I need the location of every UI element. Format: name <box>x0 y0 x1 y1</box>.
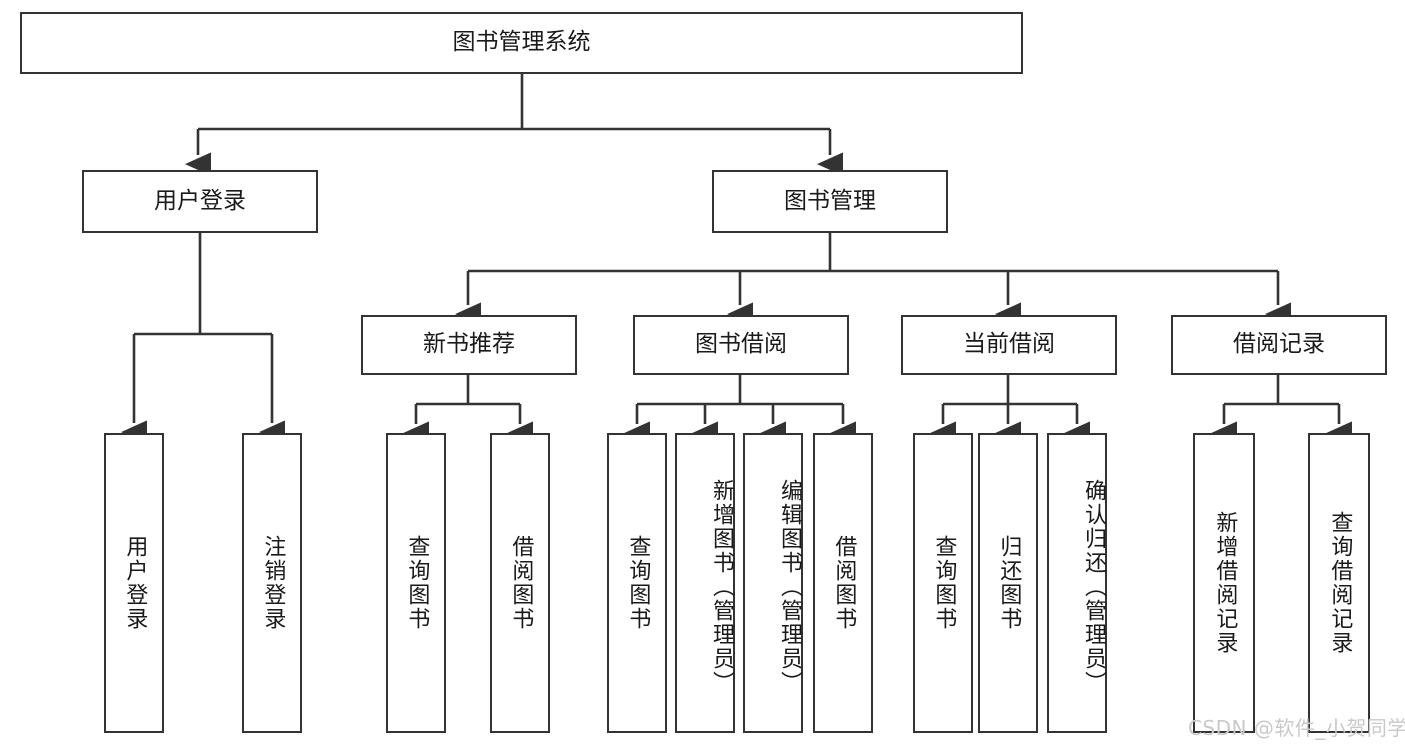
node-book-borrow[interactable]: 图书借阅 <box>633 315 849 375</box>
node-label: 查询图书 <box>931 535 957 631</box>
node-label: 编辑图书（管理员） <box>777 479 802 695</box>
leaf-borrow-add-book-admin[interactable]: 新增图书（管理员） <box>675 433 735 733</box>
leaf-current-return-book[interactable]: 归还图书 <box>978 433 1038 733</box>
node-label: 借阅记录 <box>1233 331 1325 358</box>
node-current-borrow[interactable]: 当前借阅 <box>901 315 1117 375</box>
node-label: 确认归还（管理员） <box>1081 479 1106 695</box>
leaf-user-login-login[interactable]: 用户登录 <box>104 433 164 733</box>
node-label: 用户登录 <box>154 187 246 214</box>
leaf-borrow-query-book[interactable]: 查询图书 <box>607 433 667 733</box>
node-label: 借阅图书 <box>508 535 534 631</box>
node-root-system[interactable]: 图书管理系统 <box>20 12 1023 74</box>
node-label: 新增图书（管理员） <box>709 479 734 695</box>
node-label: 新书推荐 <box>423 331 515 358</box>
leaf-record-query-record[interactable]: 查询借阅记录 <box>1308 433 1370 733</box>
leaf-record-add-record[interactable]: 新增借阅记录 <box>1193 433 1255 733</box>
node-label: 当前借阅 <box>963 331 1055 358</box>
leaf-current-query-book[interactable]: 查询图书 <box>913 433 973 733</box>
node-label: 查询图书 <box>625 535 651 631</box>
node-new-book-recommend[interactable]: 新书推荐 <box>361 315 577 375</box>
node-label: 查询借阅记录 <box>1327 511 1353 655</box>
node-label: 用户登录 <box>122 535 148 631</box>
node-label: 图书管理系统 <box>452 29 591 56</box>
node-label: 新增借阅记录 <box>1212 511 1238 655</box>
node-label: 查询图书 <box>404 535 430 631</box>
node-label: 图书借阅 <box>695 331 787 358</box>
leaf-borrow-borrow-book[interactable]: 借阅图书 <box>813 433 873 733</box>
node-label: 图书管理 <box>784 187 876 214</box>
leaf-new-book-query[interactable]: 查询图书 <box>386 433 446 733</box>
node-book-management[interactable]: 图书管理 <box>712 170 948 233</box>
node-user-login[interactable]: 用户登录 <box>82 170 318 233</box>
node-label: 注销登录 <box>260 535 286 631</box>
csdn-watermark: CSDN @软件_小贺同学 <box>1188 716 1405 740</box>
leaf-borrow-edit-book-admin[interactable]: 编辑图书（管理员） <box>743 433 803 733</box>
leaf-current-confirm-return-admin[interactable]: 确认归还（管理员） <box>1047 433 1107 733</box>
leaf-user-login-logout[interactable]: 注销登录 <box>242 433 302 733</box>
node-label: 归还图书 <box>996 535 1022 631</box>
node-label: 借阅图书 <box>831 535 857 631</box>
node-borrow-record[interactable]: 借阅记录 <box>1171 315 1387 375</box>
leaf-new-book-borrow[interactable]: 借阅图书 <box>490 433 550 733</box>
